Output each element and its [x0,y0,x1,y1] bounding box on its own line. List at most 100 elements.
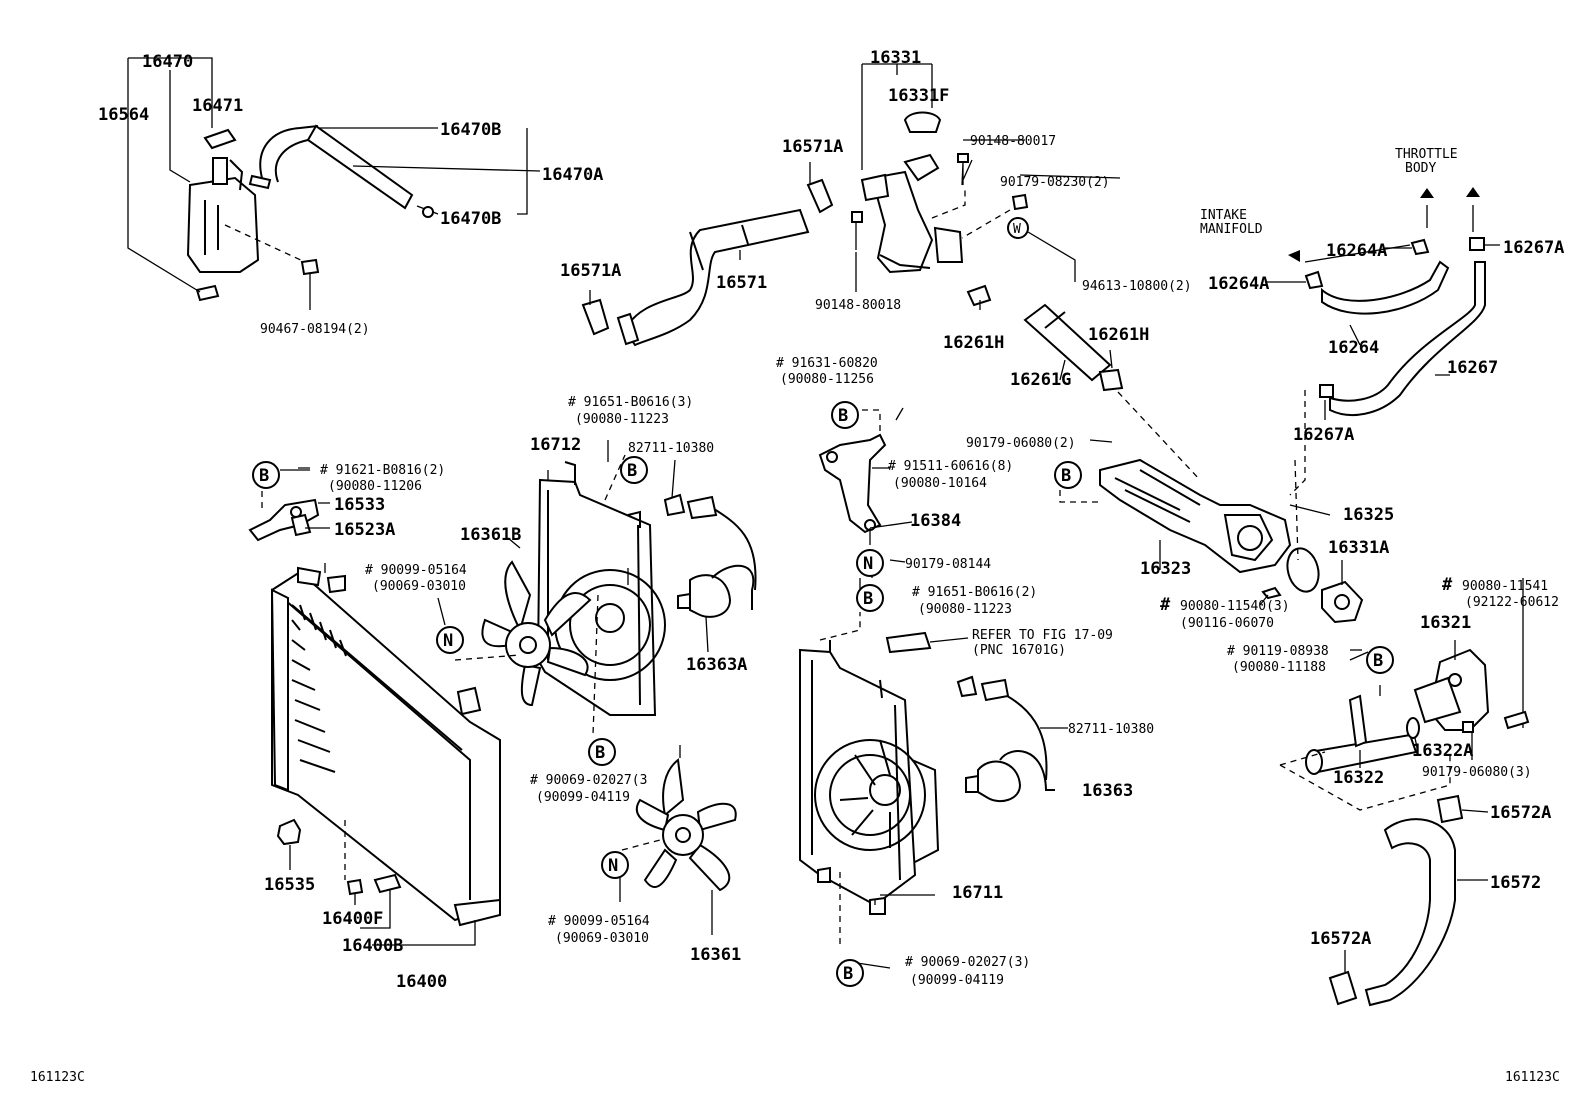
figure-code-right: 161123C [1505,1070,1560,1085]
label-90148-80018: 90148-80018 [815,298,901,313]
figure-code-left: 161123C [30,1070,85,1085]
label-16322: 16322 [1333,768,1384,788]
label-16361: 16361 [690,945,741,965]
label-90080-11541: 90080-11541 [1462,579,1548,594]
label-90080-11188: (90080-11188 [1232,660,1326,675]
label-16400B: 16400B [342,936,403,956]
label-intake: INTAKE [1200,208,1247,223]
label-16264: 16264 [1328,338,1379,358]
circle-n-1: N [863,554,873,574]
label-91511-60616: # 91511-60616(8) [888,459,1013,474]
label-16331A: 16331A [1328,538,1389,558]
fan-16361B-drawing [481,560,592,707]
label-16535: 16535 [264,875,315,895]
circle-b-2: B [627,461,637,481]
label-16470A: 16470A [542,165,603,185]
label-90179-08230: 90179-08230(2) [1000,175,1110,190]
label-throttle: THROTTLE [1395,147,1458,162]
label-90116-06070: (90116-06070 [1180,616,1274,631]
fan-16361-drawing [635,758,737,892]
label-16470: 16470 [142,52,193,72]
circle-b-7: B [1373,651,1383,671]
label-16267A-bottom: 16267A [1293,425,1354,445]
label-16470B-top: 16470B [440,120,501,140]
label-90080-11223-top: (90080-11223 [575,412,669,427]
label-90179-06080-2: 90179-06080(2) [966,436,1076,451]
label-16471: 16471 [192,96,243,116]
label-16261H-left: 16261H [943,333,1004,353]
label-90099-05164-bottom: # 90099-05164 [548,914,650,929]
label-90080-11206: (90080-11206 [328,479,422,494]
label-16331F: 16331F [888,86,949,106]
circle-b-6: B [595,743,605,763]
label-16267A-top: 16267A [1503,238,1564,258]
label-16363: 16363 [1082,781,1133,801]
label-91651-B0616-3: # 91651-B0616(3) [568,395,693,410]
radiator-drawing [270,566,501,927]
reservoir-tank-drawing [186,128,260,302]
circle-n-2: N [443,631,453,651]
label-90148-80017: 90148-80017 [970,134,1056,149]
label-16261G: 16261G [1010,370,1071,390]
label-16322A: 16322A [1412,741,1473,761]
label-90069-03010-bottom: (90069-03010 [555,931,649,946]
label-16363A: 16363A [686,655,747,675]
label-16523A: 16523A [334,520,395,540]
circle-b-4: B [1061,466,1071,486]
label-16331: 16331 [870,48,921,68]
label-pnc-16701G: (PNC 16701G) [972,643,1066,658]
label-90119-08938: # 90119-08938 [1227,644,1329,659]
label-90179-06080-3: 90179-06080(3) [1422,765,1532,780]
label-90080-11223-mid: (90080-11223 [918,602,1012,617]
label-16572A-left: 16572A [1310,929,1371,949]
label-16711: 16711 [952,883,1003,903]
label-90080-10164: (90080-10164 [893,476,987,491]
label-90179-08144: 90179-08144 [905,557,991,572]
label-16571A-left: 16571A [560,261,621,281]
label-94613-10800: 94613-10800(2) [1082,279,1192,294]
label-90069-02027-right: # 90069-02027(3) [905,955,1030,970]
label-16361B: 16361B [460,525,521,545]
label-16321: 16321 [1420,613,1471,633]
label-91631-60820: # 91631-60820 [776,356,878,371]
circle-b-3: B [838,406,848,426]
circle-b-5: B [863,589,873,609]
label-16323: 16323 [1140,559,1191,579]
label-90069-03010-top: (90069-03010 [372,579,466,594]
label-16264A-left: 16264A [1208,274,1269,294]
circle-w: W [1013,222,1021,237]
label-90099-04119-left: (90099-04119 [536,790,630,805]
label-body: BODY [1405,161,1436,176]
hash-90080-11540: # [1160,595,1171,615]
label-16400F: 16400F [322,909,383,929]
fan-shroud-16711-drawing [799,640,940,915]
label-91651-B0616-2: # 91651-B0616(2) [912,585,1037,600]
fan-shroud-16712-drawing [536,461,666,716]
circle-n-3: N [608,856,618,876]
circle-b-8: B [843,964,853,984]
label-16400: 16400 [396,972,447,992]
label-90099-05164-top: # 90099-05164 [365,563,467,578]
label-16264A-top: 16264A [1326,241,1387,261]
label-82711-10380-top: 82711-10380 [628,441,714,456]
hash-90080-11541: # [1442,575,1453,595]
label-16712: 16712 [530,435,581,455]
label-90069-02027-left: # 90069-02027(3 [530,773,647,788]
label-16261H-right: 16261H [1088,325,1149,345]
label-16571: 16571 [716,273,767,293]
label-16384: 16384 [910,511,961,531]
label-92122-60612: (92122-60612 [1465,595,1559,610]
label-16572: 16572 [1490,873,1541,893]
label-refer-fig: REFER TO FIG 17-09 [972,628,1113,643]
label-16564: 16564 [98,105,149,125]
label-90080-11256: (90080-11256 [780,372,874,387]
label-manifold: MANIFOLD [1200,222,1263,237]
label-90099-04119-right: (90099-04119 [910,973,1004,988]
label-16533: 16533 [334,495,385,515]
label-90467-08194: 90467-08194(2) [260,322,370,337]
label-16325: 16325 [1343,505,1394,525]
label-16572A-right: 16572A [1490,803,1551,823]
circle-b-1: B [259,466,269,486]
